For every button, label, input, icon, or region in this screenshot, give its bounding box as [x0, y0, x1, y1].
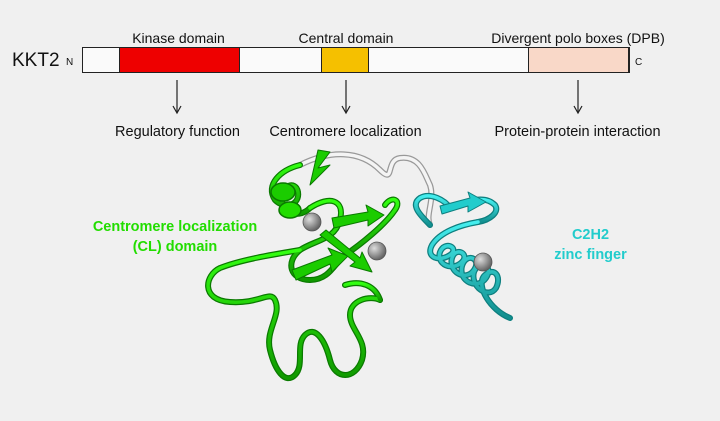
protein-name: KKT2: [12, 50, 60, 71]
kinase-arrow-icon: [172, 80, 182, 115]
dpb-arrow-icon: [573, 80, 583, 115]
kinase-function-label: Regulatory function: [115, 124, 240, 140]
central-function-label: Centromere localization: [269, 124, 422, 140]
protein-bar: [82, 46, 630, 73]
c-terminus-label: C: [635, 57, 643, 68]
zinc-ion-icon: [302, 212, 493, 272]
zinc-finger-label-text: C2H2 zinc finger: [554, 227, 627, 263]
cl-domain-label: Centromere localization (CL) domain: [75, 217, 275, 257]
cl-domain-label-text: Centromere localization (CL) domain: [92, 219, 258, 255]
kinase-domain-title: Kinase domain: [132, 30, 225, 46]
kinase-domain-box: [119, 46, 240, 73]
cl-domain-ribbon: [205, 149, 401, 382]
central-domain-title: Central domain: [298, 30, 394, 46]
n-terminus-label: N: [66, 57, 74, 68]
zinc-finger-ribbon: [412, 191, 513, 321]
central-arrow-icon: [341, 80, 351, 115]
dpb-domain-title: Divergent polo boxes (DPB): [491, 30, 665, 46]
dpb-function-label: Protein-protein interaction: [494, 124, 661, 140]
zinc-finger-label: C2H2 zinc finger: [548, 225, 633, 265]
dpb-domain-box: [528, 46, 629, 73]
central-domain-box: [321, 46, 369, 73]
